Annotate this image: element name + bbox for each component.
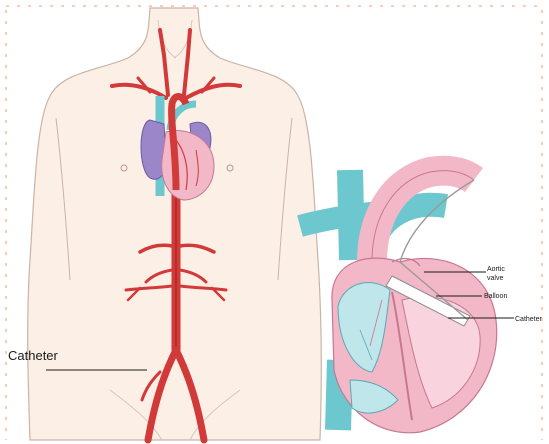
label-catheter-body: Catheter: [8, 348, 59, 363]
label-catheter-heart: Catheter: [515, 316, 543, 323]
label-aortic-valve-2: valve: [487, 275, 503, 282]
heart-cross-section: [300, 170, 497, 433]
label-balloon: Balloon: [484, 293, 507, 300]
label-aortic-valve-1: Aortic: [487, 266, 505, 273]
